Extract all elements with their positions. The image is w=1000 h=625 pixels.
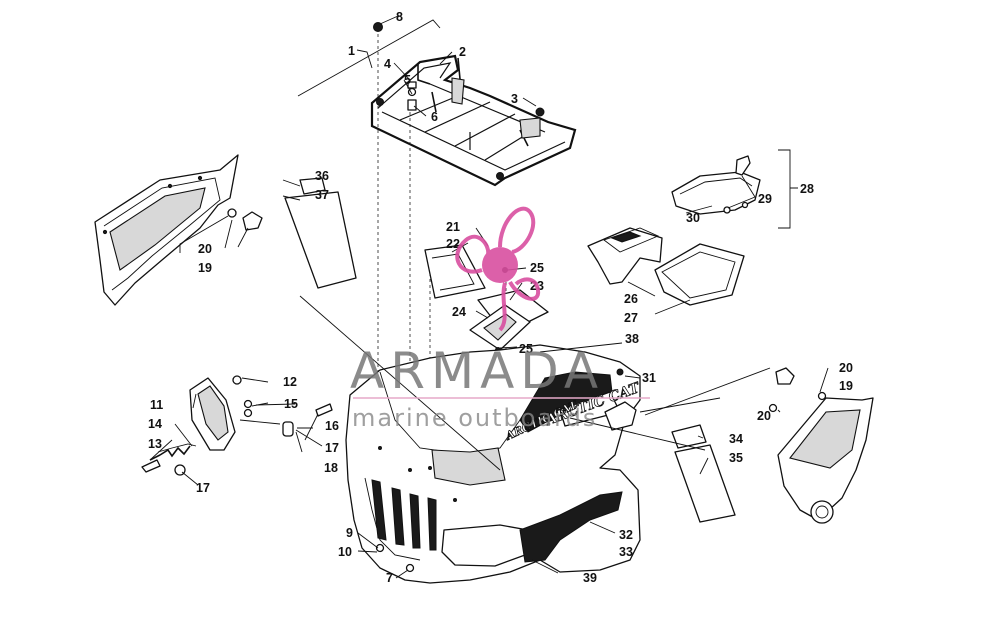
callout-28: 28 (800, 182, 814, 196)
callout-33: 33 (619, 545, 633, 559)
callout-18: 18 (324, 461, 338, 475)
watermark: ARMADA marine outboards (350, 206, 650, 432)
callout-17b: 17 (196, 481, 210, 495)
callout-4: 4 (384, 57, 391, 71)
callout-29a: 29 (758, 192, 772, 206)
callout-3: 3 (511, 92, 518, 106)
callout-7: 7 (386, 571, 393, 585)
callout-1: 1 (348, 44, 355, 58)
callout-24: 24 (452, 305, 466, 319)
callout-16: 16 (325, 419, 339, 433)
callout-20c: 20 (757, 409, 771, 423)
callout-30: 30 (686, 211, 700, 225)
callout-26: 26 (624, 292, 638, 306)
headlight-assembly (141, 375, 333, 476)
callout-25b: 25 (519, 342, 533, 356)
storage-tray (587, 227, 745, 306)
callout-21: 21 (446, 220, 460, 234)
callout-20b: 20 (839, 361, 853, 375)
leader-lines (149, 15, 829, 579)
callout-labels: 1 2 3 4 39 5 6 7 8 9 10 11 12 13 14 15 1… (148, 10, 853, 585)
callout-9: 9 (346, 526, 353, 540)
callout-38: 39 (583, 571, 597, 585)
callout-20a: 20 (198, 242, 212, 256)
callout-8: 8 (396, 10, 403, 24)
access-cover (671, 155, 761, 215)
callout-27: 27 (624, 311, 638, 325)
callout-31: 31 (642, 371, 656, 385)
callout-19b: 19 (839, 379, 853, 393)
left-decal (284, 177, 357, 289)
left-side-panel (94, 154, 263, 306)
callout-5: 5 (404, 73, 411, 87)
watermark-subtitle: marine outboards (352, 404, 597, 432)
callout-12: 12 (283, 375, 297, 389)
callout-39: 38 (625, 332, 639, 346)
callout-35: 35 (729, 451, 743, 465)
callout-34: 34 (729, 432, 743, 446)
callout-22: 22 (446, 237, 460, 251)
watermark-title: ARMADA (350, 342, 604, 400)
callout-17a: 17 (325, 441, 339, 455)
callout-2: 2 (459, 45, 466, 59)
callout-10: 10 (338, 545, 352, 559)
front-rack (370, 22, 577, 187)
callout-37: 37 (315, 188, 329, 202)
callout-19a: 19 (198, 261, 212, 275)
watermark-logo (455, 206, 541, 332)
callout-15: 15 (284, 397, 298, 411)
right-decal (671, 424, 736, 523)
callout-25a: 25 (530, 261, 544, 275)
callout-36: 36 (315, 169, 329, 183)
callout-13: 13 (148, 437, 162, 451)
callout-32: 32 (619, 528, 633, 542)
callout-11: 11 (150, 398, 163, 412)
callout-6: 6 (431, 110, 438, 124)
callout-14: 14 (148, 417, 162, 431)
right-side-panel (768, 367, 874, 524)
